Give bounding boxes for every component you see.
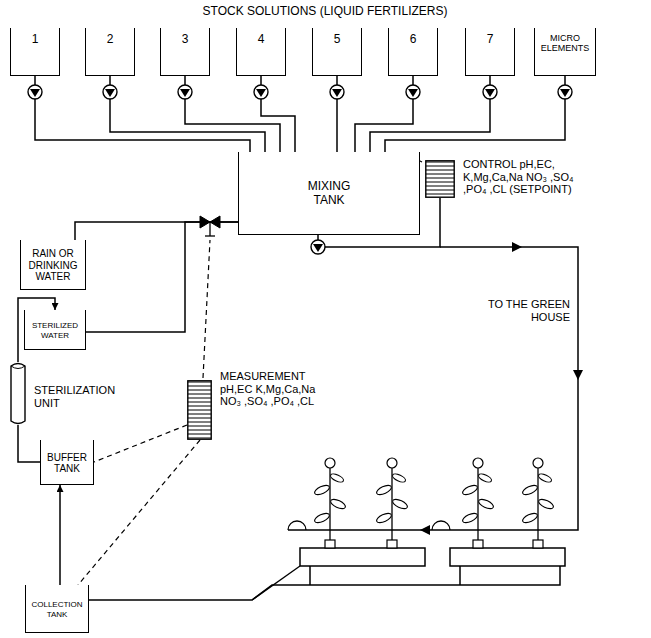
tank-box: BUFFER TANK xyxy=(40,440,94,485)
tank-box: 6 xyxy=(388,28,438,76)
section-heading: STOCK SOLUTIONS (LIQUID FERTILIZERS) xyxy=(140,4,510,18)
flow-arrow xyxy=(512,242,522,252)
plant-figure xyxy=(461,458,494,548)
pump-symbol xyxy=(330,85,344,99)
tank-box: 4 xyxy=(236,28,286,76)
pipe-line xyxy=(86,222,238,332)
signal-line xyxy=(94,425,187,462)
drain-pipe xyxy=(252,566,300,600)
plant-figure xyxy=(313,458,346,548)
flow-arrow xyxy=(420,525,430,535)
tank-box: 1 xyxy=(10,28,60,76)
instrument-box xyxy=(187,380,212,440)
tank-label: MICRO ELEMENTS xyxy=(538,33,592,54)
cylinder-outline xyxy=(11,364,25,424)
growing-trough xyxy=(300,548,425,566)
valve-stem xyxy=(205,235,215,236)
pipe-line xyxy=(185,76,280,152)
tank-label: COLLECTION TANK xyxy=(29,600,85,618)
signal-line xyxy=(78,440,200,585)
tank-box: 7 xyxy=(465,28,515,76)
dripper xyxy=(288,521,306,530)
pump-symbol xyxy=(28,85,42,99)
pump-symbol xyxy=(103,85,117,99)
cylinder-symbol xyxy=(10,362,26,425)
instrument-outline xyxy=(188,381,211,439)
pipe-line xyxy=(18,425,40,462)
controller-unit: CONTROL pH,EC, K,Mg,Ca,Na NO₃ ,SO₄ ,PO₄ … xyxy=(425,160,585,198)
drain-pipe xyxy=(85,566,560,600)
tank-label: 2 xyxy=(107,33,114,47)
drain-pipe xyxy=(310,566,460,585)
unit-label: CONTROL pH,EC, K,Mg,Ca,Na NO₃ ,SO₄ ,PO₄ … xyxy=(463,158,585,196)
tank-label: 6 xyxy=(410,33,417,47)
tank-label: 3 xyxy=(182,33,189,47)
pump-symbol xyxy=(483,85,497,99)
tank-label: BUFFER TANK xyxy=(44,452,90,475)
tank-label: 4 xyxy=(258,33,265,47)
growing-trough xyxy=(450,548,565,566)
unit-label: MEASUREMENT pH,EC K,Mg,Ca,Na NO₃ ,SO₄ ,P… xyxy=(220,370,320,408)
pump-symbol xyxy=(558,85,572,99)
tank-box: MICRO ELEMENTS xyxy=(534,28,596,76)
controller-unit: MEASUREMENT pH,EC K,Mg,Ca,Na NO₃ ,SO₄ ,P… xyxy=(187,380,320,440)
tank-label: 1 xyxy=(32,33,39,47)
flow-arrow xyxy=(573,370,583,380)
pump-symbol xyxy=(406,85,420,99)
tank-label: MIXING TANK xyxy=(294,180,364,208)
pipe-line xyxy=(110,76,265,152)
pump-symbol xyxy=(254,85,268,99)
sterilizer-unit: STERILIZATION UNIT xyxy=(10,362,126,425)
signal-line xyxy=(203,240,210,378)
plant-figure xyxy=(375,458,408,548)
tank-box: 2 xyxy=(85,28,135,76)
unit-label: STERILIZATION UNIT xyxy=(34,384,126,409)
tank-label: 7 xyxy=(487,33,494,47)
tank-label: STERILIZED WATER xyxy=(28,321,82,339)
cylinder-rim xyxy=(11,366,25,369)
plant-figure xyxy=(521,458,554,548)
pipe-line xyxy=(59,485,61,585)
pipe-line xyxy=(385,76,565,152)
instrument-box xyxy=(425,160,455,198)
tank-box: STERILIZED WATER xyxy=(24,310,86,350)
tank-label: 5 xyxy=(334,33,341,47)
instrument-outline xyxy=(426,161,454,197)
tank-label: RAIN OR DRINKING WATER xyxy=(24,248,82,283)
tank-box: 3 xyxy=(160,28,210,76)
pump-symbol xyxy=(178,85,192,99)
dripper xyxy=(432,521,450,530)
flow-note: TO THE GREEN HOUSE xyxy=(470,298,570,324)
pipe-line xyxy=(35,76,250,152)
tank-box: MIXING TANK xyxy=(238,152,420,235)
valve-stem xyxy=(209,222,210,236)
tank-box: RAIN OR DRINKING WATER xyxy=(20,240,86,290)
tank-box: COLLECTION TANK xyxy=(25,585,89,633)
pump-symbol xyxy=(311,240,325,254)
tank-box: 5 xyxy=(312,28,362,76)
